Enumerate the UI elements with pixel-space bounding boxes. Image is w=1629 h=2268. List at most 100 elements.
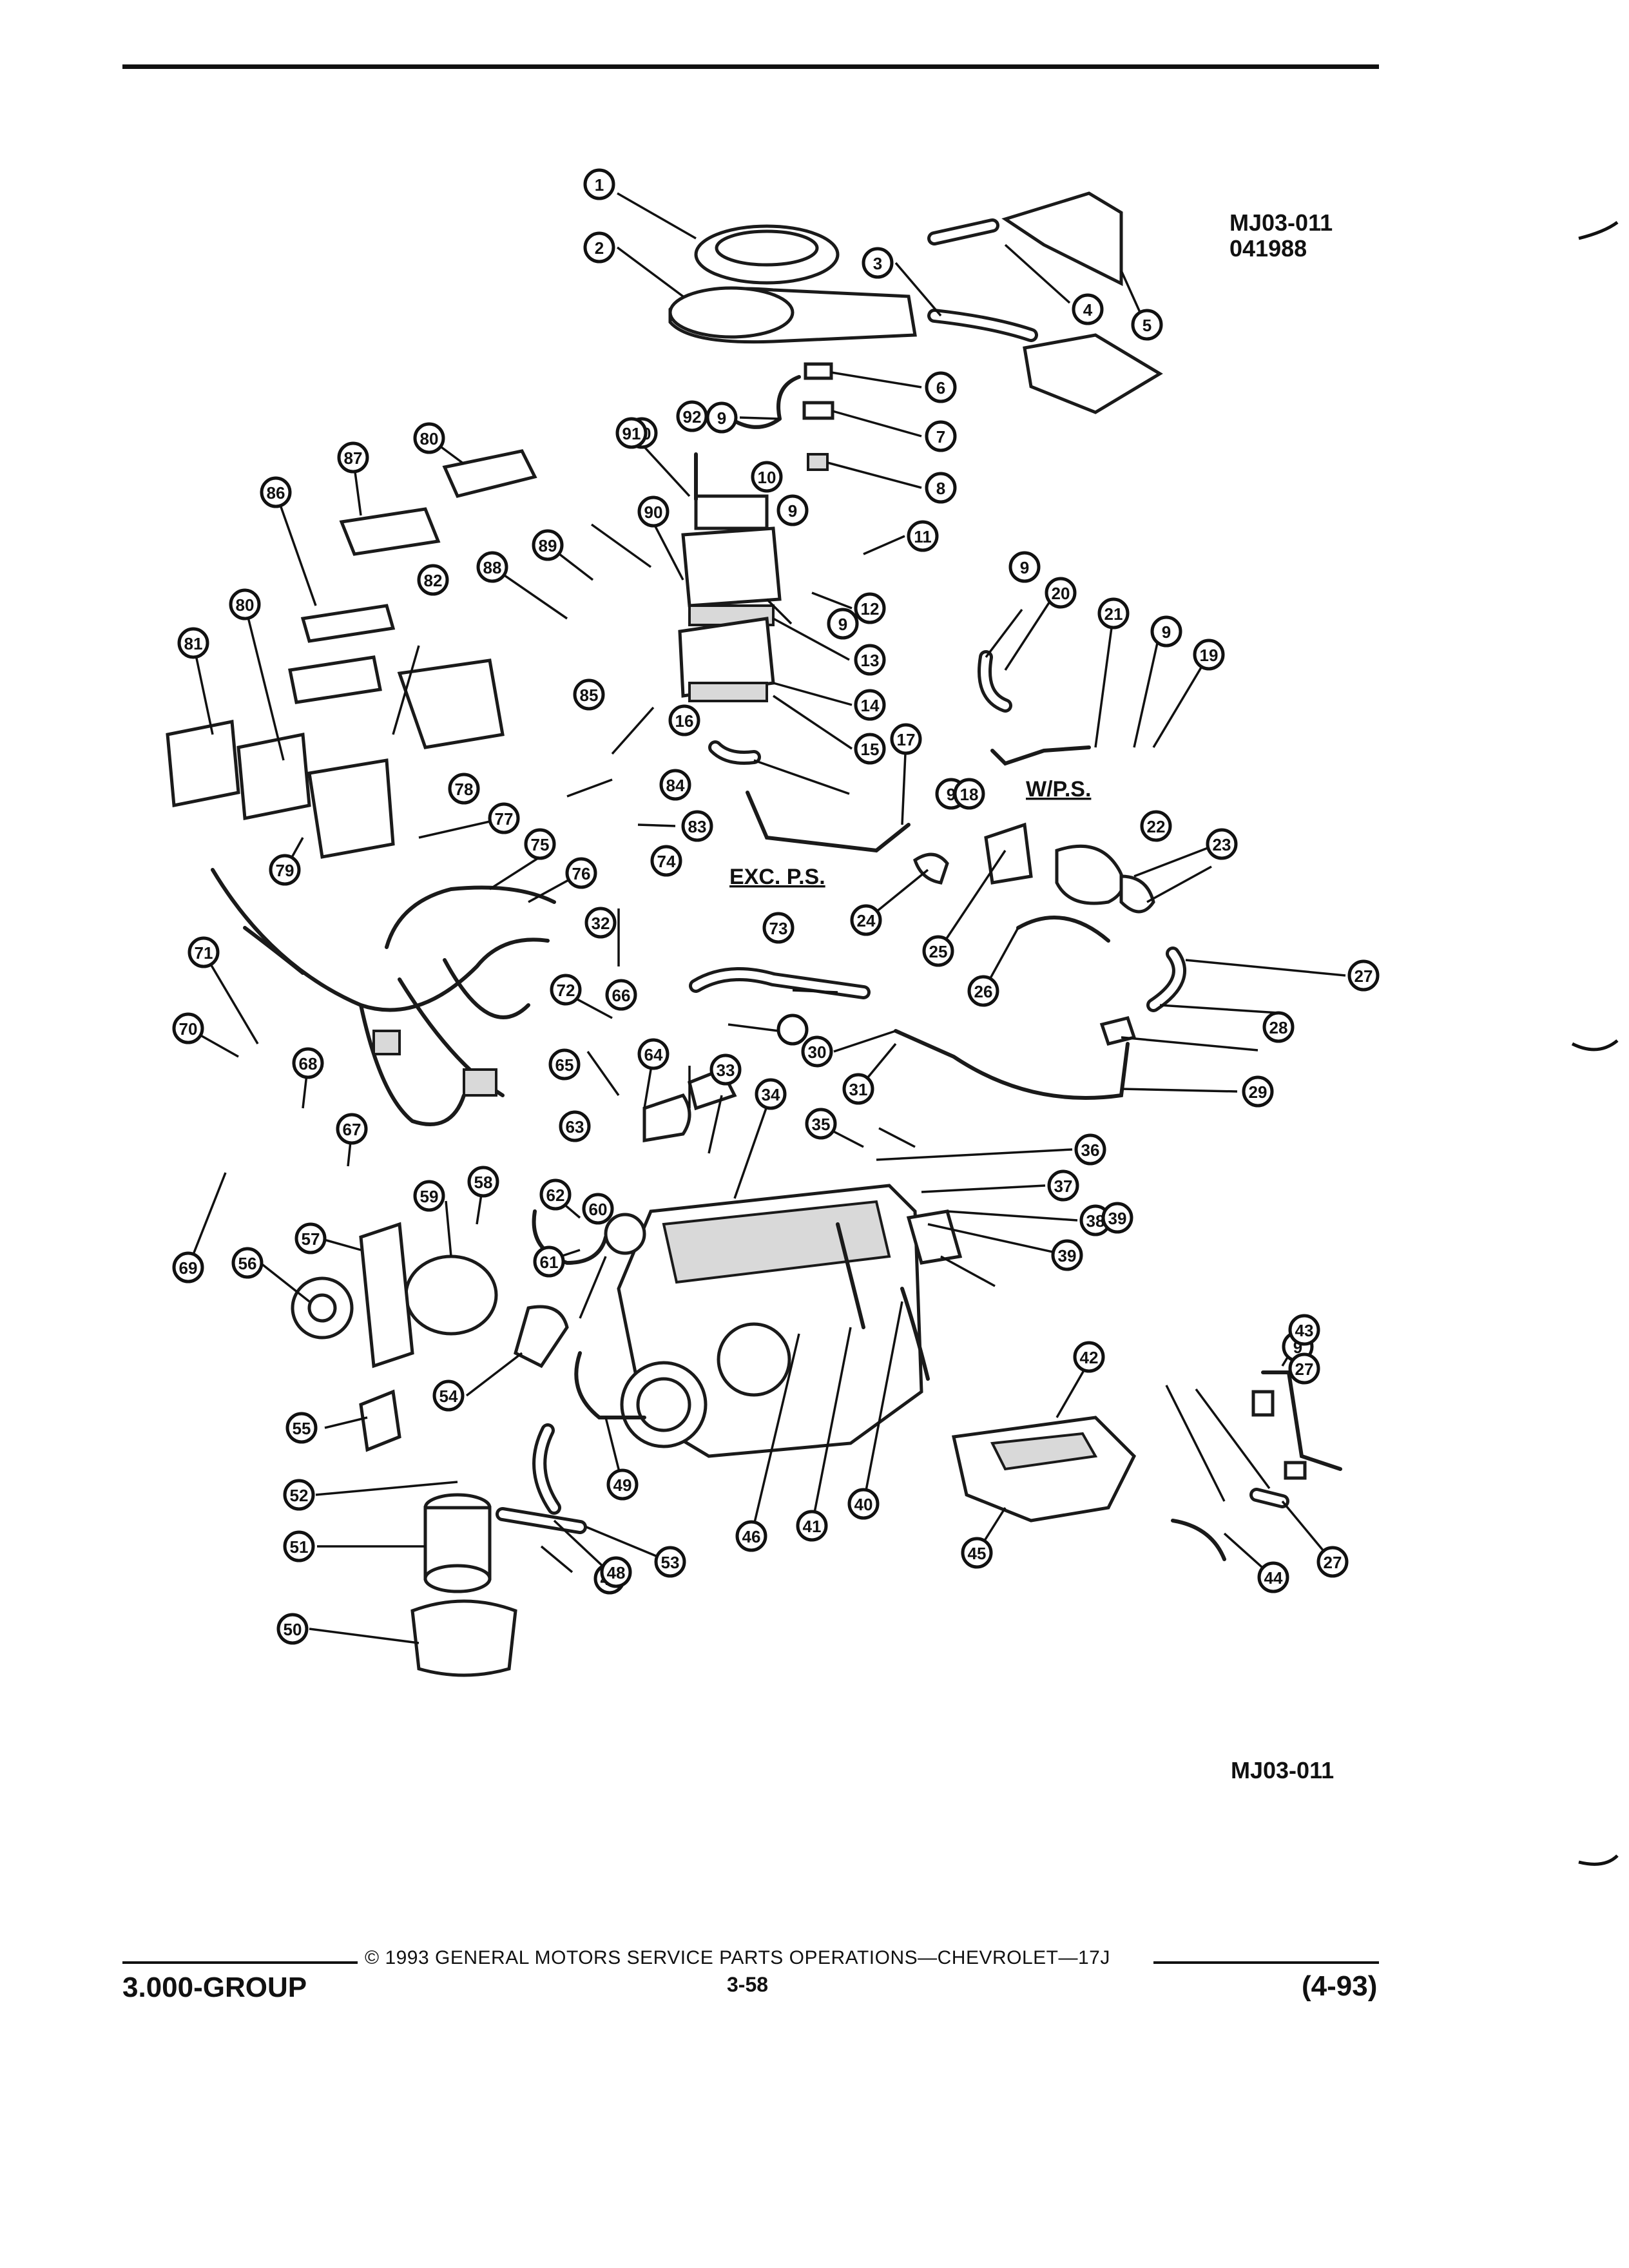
callout-9: 9: [706, 401, 738, 434]
callout-circle: [283, 1530, 315, 1562]
callout-27: 27: [1316, 1546, 1349, 1578]
top-rule: [122, 64, 1379, 69]
callout-number: 39: [1058, 1246, 1077, 1265]
callout-number: 77: [495, 809, 514, 829]
callout-circle: [854, 644, 886, 676]
callout-circle: [676, 400, 708, 432]
callout-number: 71: [195, 943, 213, 963]
callout-57: 57: [294, 1222, 327, 1254]
callout-number: 13: [861, 651, 880, 670]
footer-rule-right: [1153, 1961, 1379, 1964]
callout-circle: [650, 845, 682, 877]
callout-62: 62: [539, 1178, 572, 1211]
callout-circle: [276, 1613, 309, 1645]
callout-48: 48: [600, 1556, 632, 1588]
callout-circle: [1047, 1169, 1079, 1202]
callout-number: 24: [857, 911, 876, 930]
callout-circle: [1073, 1341, 1105, 1373]
callout-number: 43: [1295, 1321, 1314, 1340]
fuel-pump-area: [532, 1067, 737, 1265]
callout-undefined: [776, 1014, 809, 1046]
callout-number: 68: [299, 1054, 318, 1073]
callout-28: 28: [1262, 1011, 1295, 1043]
callout-9: 9: [1008, 551, 1041, 583]
callout-number: 57: [302, 1229, 320, 1249]
callout-number: 35: [812, 1115, 831, 1134]
callout-80: 80: [413, 422, 445, 454]
callout-number: 30: [808, 1043, 827, 1062]
callout-number: 2: [595, 238, 604, 258]
callout-circle: [1347, 959, 1380, 992]
callout-5: 5: [1131, 309, 1163, 341]
callout-group: 1234567899999991010111213141516171819202…: [172, 168, 1380, 1645]
callout-circle: [336, 1113, 368, 1145]
wiring-harness: [211, 868, 556, 1126]
callout-number: 80: [236, 595, 255, 615]
callout-circle: [1045, 577, 1077, 609]
carburetor-stack: [678, 452, 782, 702]
air-cleaner-assembly: [668, 224, 917, 344]
callout-22: 22: [1140, 810, 1172, 842]
callout-circle: [606, 1468, 639, 1501]
callout-number: 81: [184, 634, 203, 653]
callout-6: 6: [925, 371, 957, 403]
callout-circle: [600, 1556, 632, 1588]
callout-26: 26: [967, 975, 999, 1007]
callout-90: 90: [637, 495, 670, 528]
callout-circle: [1288, 1314, 1320, 1346]
callout-number: 27: [1324, 1553, 1342, 1572]
callout-81: 81: [177, 627, 209, 659]
callout-circle: [229, 588, 261, 620]
callout-circle: [548, 1048, 581, 1081]
callout-43: 43: [1288, 1314, 1320, 1346]
callout-circle: [582, 1193, 614, 1225]
callout-44: 44: [1257, 1561, 1289, 1593]
callout-number: 62: [546, 1186, 565, 1205]
callout-circle: [637, 1038, 670, 1070]
callout-circle: [1262, 1011, 1295, 1043]
callout-number: 80: [420, 429, 439, 448]
callout-4: 4: [1072, 293, 1104, 325]
callout-9: 9: [1150, 615, 1182, 648]
inlet-duct: [927, 191, 1163, 414]
callout-1: 1: [583, 168, 615, 200]
callout-number: 7: [936, 427, 945, 447]
callout-number: 85: [580, 686, 599, 705]
callout-circle: [1316, 1546, 1349, 1578]
callout-circle: [565, 857, 597, 889]
revision-date: (4-93): [1302, 1970, 1378, 2002]
callout-circle: [584, 907, 617, 939]
footer-rule-left: [122, 1961, 358, 1964]
vacuum-fittings: [720, 362, 834, 471]
callout-number: 56: [238, 1254, 257, 1273]
callout-circle: [805, 1108, 837, 1140]
callout-54: 54: [432, 1379, 465, 1412]
callout-80: 80: [229, 588, 261, 620]
callout-number: 16: [675, 711, 694, 731]
callout-number: 58: [474, 1173, 493, 1192]
note-exc-ps: EXC. P.S.: [729, 865, 825, 889]
callout-number: 53: [661, 1553, 680, 1572]
callout-circle: [751, 461, 783, 493]
callout-number: 83: [688, 817, 707, 836]
callout-number: 8: [936, 479, 945, 498]
callout-91: 91: [615, 417, 648, 449]
callout-55: 55: [285, 1412, 318, 1444]
callout-circle: [417, 564, 449, 596]
callout-number: 67: [343, 1120, 361, 1139]
figure-code-bottom: MJ03-011: [1231, 1757, 1335, 1783]
callout-number: 82: [424, 571, 443, 590]
engine-block: [617, 1184, 963, 1458]
callout-number: 36: [1081, 1140, 1100, 1160]
callout-number: 1: [595, 175, 604, 195]
callout-40: 40: [847, 1488, 880, 1520]
callout-number: 91: [622, 424, 641, 443]
callout-circle: [1257, 1561, 1289, 1593]
callout-69: 69: [172, 1251, 204, 1283]
callout-circle: [573, 678, 605, 711]
callout-circle: [533, 1245, 565, 1278]
callout-circle: [659, 769, 691, 801]
callout-number: 49: [613, 1475, 632, 1495]
callout-number: 15: [861, 740, 880, 759]
callout-58: 58: [467, 1166, 499, 1198]
